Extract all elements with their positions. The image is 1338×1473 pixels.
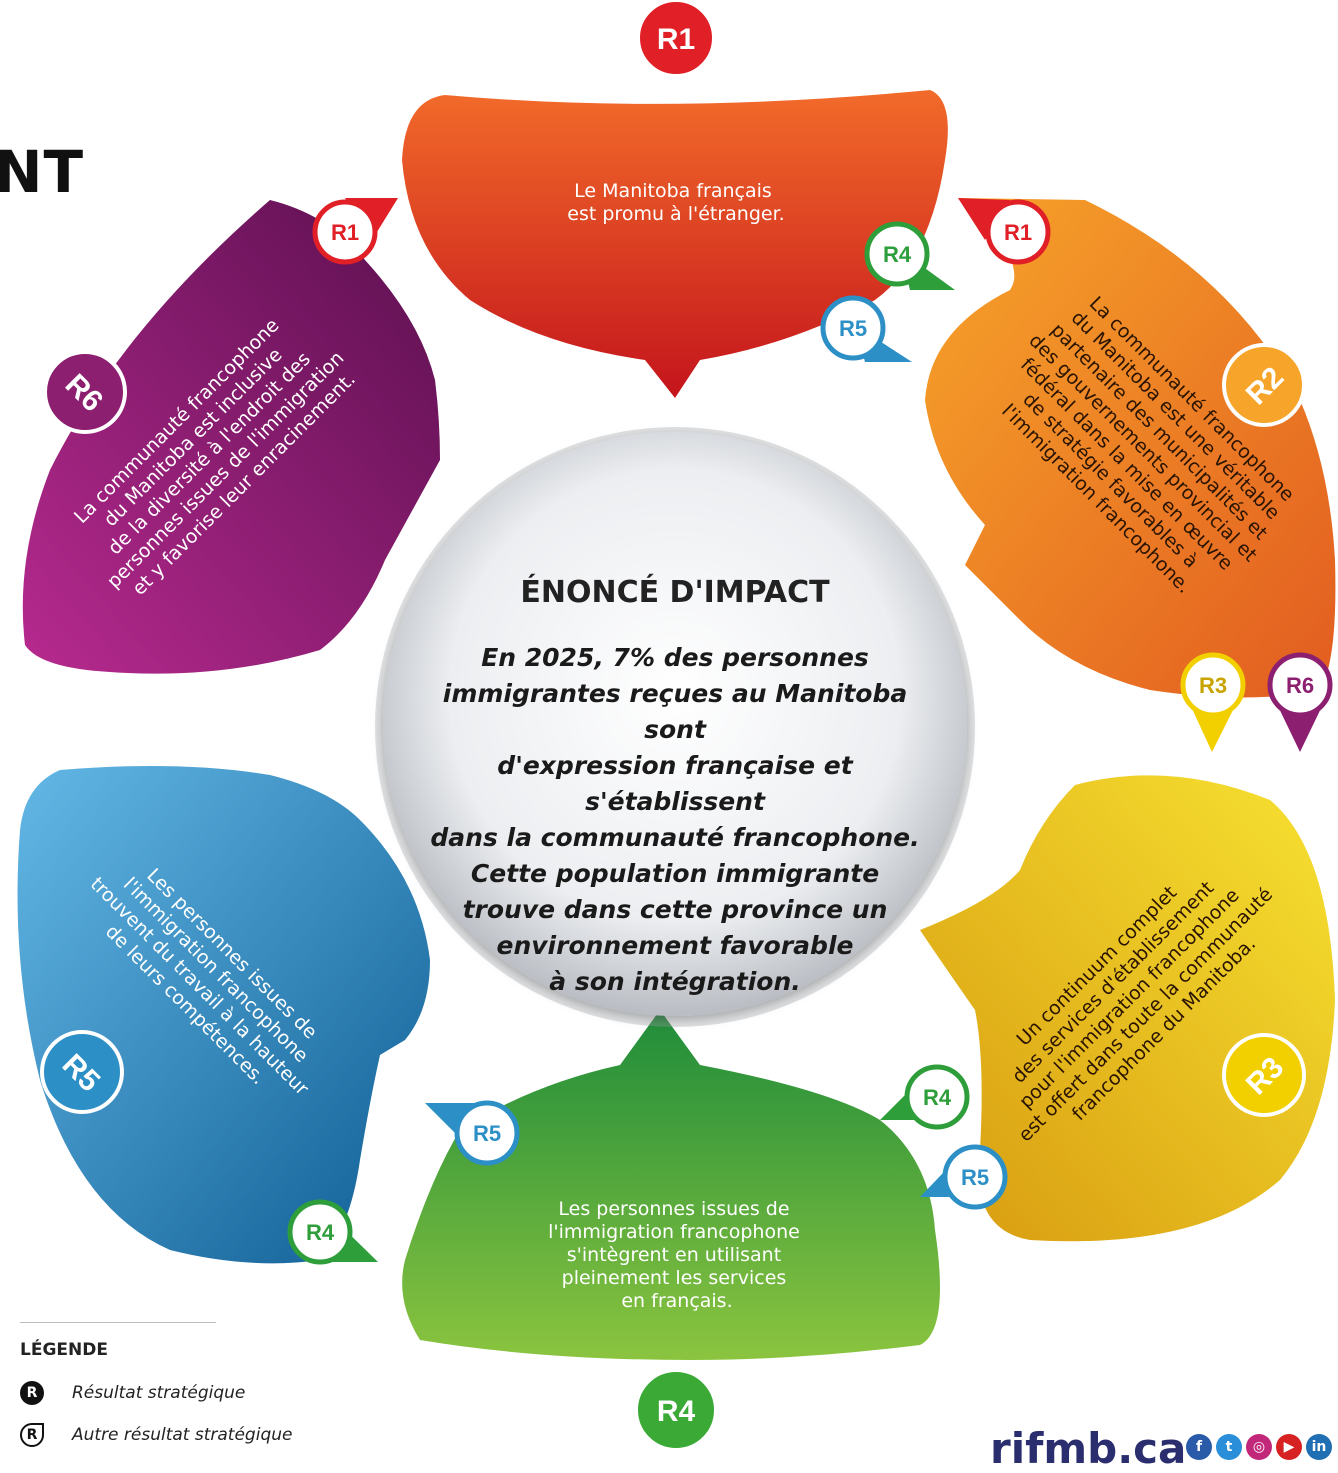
legend-divider — [20, 1322, 216, 1323]
page-heading-fragment: NT — [0, 138, 85, 206]
pin-r4-on-r3: R4 — [880, 1064, 970, 1130]
impact-line: environnement favorable — [496, 931, 854, 960]
badge-r1-main: R1 — [636, 0, 716, 78]
pin-r1-on-r2: R1 — [958, 198, 1051, 265]
result-r3-petal — [920, 775, 1335, 1242]
website-link[interactable]: rifmb.ca — [990, 1424, 1187, 1473]
impact-line: immigrantes reçues au Manitoba sont — [442, 679, 908, 744]
svg-text:R6: R6 — [1286, 673, 1314, 698]
result-r4-text: Les personnes issues de l'immigration fr… — [548, 1198, 806, 1312]
twitter-icon[interactable]: t — [1216, 1434, 1242, 1460]
svg-text:R4: R4 — [306, 1220, 335, 1245]
pin-r4-on-r5: R4 — [287, 1199, 378, 1265]
result-r4-petal — [402, 1010, 941, 1360]
facebook-icon[interactable]: f — [1186, 1434, 1212, 1460]
pin-r1-on-r6: R1 — [312, 198, 398, 265]
result-r6-petal — [22, 200, 441, 674]
legend-item-label: Autre résultat stratégique — [72, 1425, 293, 1445]
legend-item-label: Résultat stratégique — [72, 1383, 246, 1403]
result-r5-petal — [17, 766, 430, 1264]
svg-text:R4: R4 — [657, 1395, 696, 1428]
svg-text:R4: R4 — [883, 242, 912, 267]
badge-r4-main: R4 — [634, 1368, 718, 1452]
svg-text:R4: R4 — [923, 1085, 952, 1110]
badge-r3-main: R3 — [1222, 1033, 1306, 1117]
result-circle-icon: R — [20, 1381, 44, 1405]
result-pin-icon: R — [20, 1423, 44, 1447]
impact-circle — [383, 432, 967, 1016]
impact-line: d'expression française et s'établissent — [497, 751, 853, 816]
result-r2-petal — [925, 198, 1336, 698]
pin-r4-on-r1: R4 — [864, 221, 955, 290]
pin-r3-on-r2: R3 — [1180, 652, 1246, 752]
impact-line: à son intégration. — [549, 967, 801, 996]
legend-item-primary: R Résultat stratégique — [20, 1381, 245, 1405]
badge-r5-main: R5 — [40, 1030, 124, 1114]
badge-r2-main: R2 — [1222, 343, 1306, 427]
youtube-icon[interactable]: ▶ — [1276, 1434, 1302, 1460]
impact-line: En 2025, 7% des personnes — [481, 643, 869, 672]
linkedin-icon[interactable]: in — [1306, 1434, 1332, 1460]
impact-line: dans la communauté francophone. — [430, 823, 920, 852]
svg-text:R1: R1 — [331, 220, 359, 245]
pin-r6-on-r2: R6 — [1267, 652, 1333, 752]
impact-line: Cette population immigrante — [470, 859, 880, 888]
svg-text:R5: R5 — [839, 316, 867, 341]
impact-statement: En 2025, 7% des personnes immigrantes re… — [410, 640, 940, 1000]
result-r1-petal — [402, 90, 948, 398]
svg-text:R5: R5 — [473, 1121, 501, 1146]
pin-r5-on-r3: R5 — [920, 1144, 1008, 1210]
svg-text:R1: R1 — [1004, 220, 1032, 245]
badge-r6-main: R6 — [43, 350, 127, 434]
svg-text:R1: R1 — [657, 23, 695, 56]
instagram-icon[interactable]: ◎ — [1246, 1434, 1272, 1460]
impact-title: ÉNONCÉ D'IMPACT — [520, 575, 830, 610]
legend-item-secondary: R Autre résultat stratégique — [20, 1423, 292, 1447]
result-r1-text: Le Manitoba français est promu à l'étran… — [567, 180, 784, 225]
pin-r5-on-r4: R5 — [425, 1100, 520, 1166]
legend-title: LÉGENDE — [20, 1340, 108, 1360]
svg-text:R5: R5 — [961, 1165, 989, 1190]
impact-line: trouve dans cette province un — [462, 895, 888, 924]
svg-text:R3: R3 — [1199, 673, 1227, 698]
pin-r5-on-r1: R5 — [820, 295, 912, 362]
